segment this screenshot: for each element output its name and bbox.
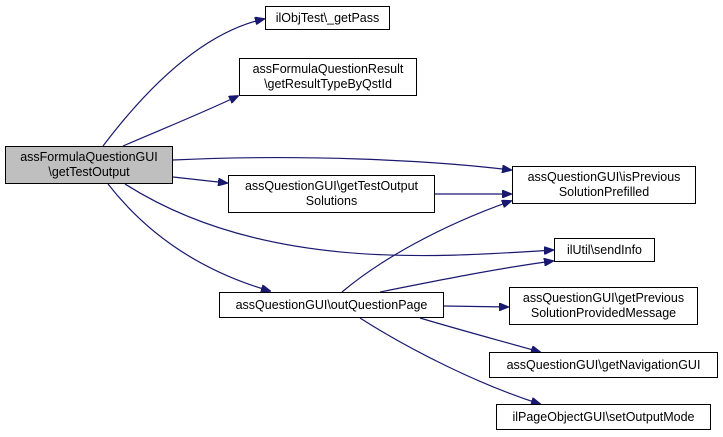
node-set-output-mode[interactable]: ilPageObjectGUI\setOutputMode xyxy=(496,404,711,430)
node-result-type-by-qst-id[interactable]: assFormulaQuestionResult \getResultTypeB… xyxy=(239,58,417,96)
edge-out-question-page-to-previous-solution-message xyxy=(443,306,508,307)
node-is-previous-solution-prefilled[interactable]: assQuestionGUI\isPrevious SolutionPrefil… xyxy=(512,166,696,204)
node-label-line2: \getTestOutput xyxy=(48,165,130,179)
node-get-navigation-gui[interactable]: assQuestionGUI\getNavigationGUI xyxy=(489,352,718,378)
node-label-line2: SolutionPrefilled xyxy=(558,185,650,199)
node-root-get-test-output[interactable]: assFormulaQuestionGUI \getTestOutput xyxy=(5,146,173,184)
edge-root-to-test-output-solutions xyxy=(172,176,227,183)
edge-out-question-page-to-set-output-mode xyxy=(359,317,540,404)
node-label-line1: assQuestionGUI\outQuestionPage xyxy=(235,297,428,312)
node-label-line2: SolutionProvidedMessage xyxy=(530,306,677,320)
node-label-line1: assQuestionGUI\getTestOutput xyxy=(244,179,418,193)
node-label-line1: ilObjTest\_getPass xyxy=(275,10,380,25)
node-label-line1: ilUtil\sendInfo xyxy=(566,242,643,257)
node-out-question-page[interactable]: assQuestionGUI\outQuestionPage xyxy=(219,292,444,318)
edge-out-question-page-to-is-previous-prefilled xyxy=(341,201,511,293)
node-get-test-output-solutions[interactable]: assQuestionGUI\getTestOutput Solutions xyxy=(228,175,435,213)
node-label-line1: ilPageObjectGUI\setOutputMode xyxy=(512,409,695,424)
node-label-line1: assFormulaQuestionGUI xyxy=(20,150,158,164)
node-label-line1: assQuestionGUI\getPrevious xyxy=(522,291,685,305)
node-get-previous-solution-provided-message[interactable]: assQuestionGUI\getPrevious SolutionProvi… xyxy=(509,287,698,325)
edge-out-question-page-to-send-info xyxy=(379,261,553,293)
node-send-info[interactable]: ilUtil\sendInfo xyxy=(554,238,655,262)
node-get-pass[interactable]: ilObjTest\_getPass xyxy=(265,6,390,30)
node-label-line1: assQuestionGUI\getNavigationGUI xyxy=(506,357,701,372)
node-label-line2: Solutions xyxy=(305,194,358,208)
node-label-line1: assQuestionGUI\isPrevious xyxy=(527,170,681,184)
node-label-line1: assFormulaQuestionResult xyxy=(252,62,404,76)
edge-root-to-result-type xyxy=(122,96,238,147)
edge-root-to-send-info xyxy=(124,183,553,257)
node-label-line2: \getResultTypeByQstId xyxy=(264,77,392,91)
edge-out-question-page-to-navigation-gui xyxy=(419,317,540,352)
edge-root-to-out-question-page xyxy=(107,183,270,291)
edge-root-to-is-previous-prefilled xyxy=(172,157,511,170)
edge-root-to-get-pass xyxy=(102,19,264,147)
